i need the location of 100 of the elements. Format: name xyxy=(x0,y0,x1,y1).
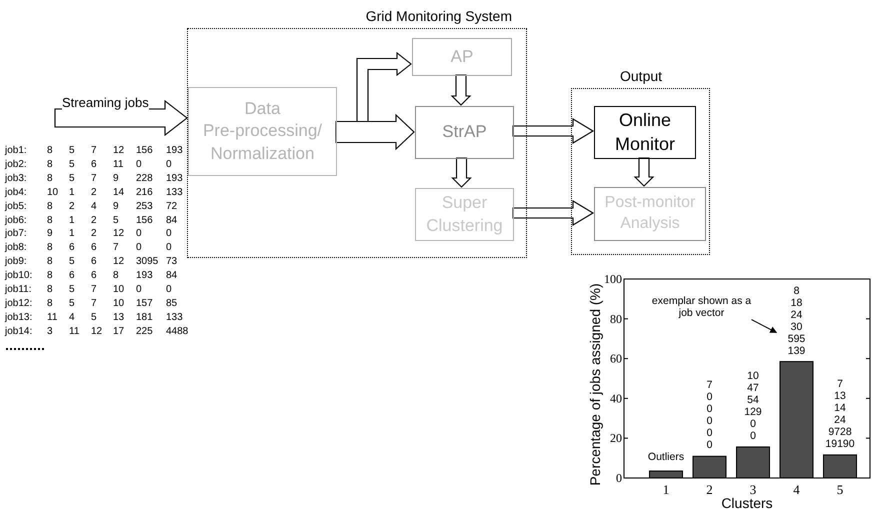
table-value: 9 xyxy=(113,202,119,212)
table-value: 3 xyxy=(47,326,53,337)
annotation-text: exemplar shown as a job vector xyxy=(650,294,752,319)
job-vector-label: 8 18 24 30 595 139 xyxy=(786,284,806,357)
table-value: 0 xyxy=(166,285,172,295)
axis-title: Clusters xyxy=(721,495,773,509)
table-value: 8 xyxy=(47,160,53,170)
box-label: AP xyxy=(450,46,474,68)
table-value: 0 xyxy=(136,243,142,254)
block-arrow xyxy=(450,74,472,106)
table-value: 0 xyxy=(166,243,172,254)
row-label: job11: xyxy=(5,285,32,295)
axis-title: Percentage of jobs assigned (%) xyxy=(587,283,603,486)
table-value: 7 xyxy=(113,243,119,254)
table-value: 225 xyxy=(136,326,153,337)
table-value: 84 xyxy=(166,271,178,282)
tick-label: 60 xyxy=(610,352,622,366)
process-box xyxy=(415,188,514,241)
table-value: 4 xyxy=(91,202,97,212)
box-label: Online Monitor xyxy=(614,109,676,156)
tick-label: 1 xyxy=(662,482,670,497)
table-value: 85 xyxy=(166,298,178,309)
table-value: 0 xyxy=(136,285,142,295)
table-value: 8 xyxy=(47,146,53,156)
group-heading: Output xyxy=(620,68,662,84)
table-value: 7 xyxy=(91,285,97,295)
table-value: 12 xyxy=(113,146,124,156)
table-value: 6 xyxy=(91,160,97,170)
box-label: Data Pre-processing/ Normalization xyxy=(202,98,324,165)
table-value: 0 xyxy=(166,160,172,170)
table-value: 4488 xyxy=(166,326,188,337)
annotation-text: Outliers xyxy=(646,451,686,464)
block-arrow xyxy=(335,114,415,150)
row-label: job4: xyxy=(5,188,27,198)
row-label: job7: xyxy=(5,229,27,240)
table-value: 11 xyxy=(47,312,58,323)
table-value: 5 xyxy=(69,298,75,309)
table-value: 8 xyxy=(113,271,119,282)
table-value: 72 xyxy=(166,202,178,212)
table-value: 12 xyxy=(113,229,124,240)
row-label: job2: xyxy=(5,160,27,170)
table-value: 181 xyxy=(136,312,153,323)
table-value: 7 xyxy=(91,174,97,184)
tick-label: 80 xyxy=(610,312,622,326)
table-value: 0 xyxy=(136,229,142,240)
table-value: 216 xyxy=(136,188,153,198)
table-value: 5 xyxy=(91,312,97,323)
row-label: job9: xyxy=(5,257,27,268)
job-vector-label: 10 47 54 129 0 0 xyxy=(743,370,763,442)
process-box xyxy=(188,87,337,176)
table-value: 5 xyxy=(69,257,75,268)
table-value: 6 xyxy=(69,271,75,282)
block-arrow xyxy=(512,200,594,226)
table-value: 8 xyxy=(47,216,53,226)
table-value: 11 xyxy=(69,326,80,337)
table-value: 11 xyxy=(113,160,124,170)
table-value: 2 xyxy=(91,229,97,240)
table-value: 8 xyxy=(47,202,53,212)
table-value: 0 xyxy=(166,229,172,240)
table-value: 8 xyxy=(47,271,53,282)
table-value: 1 xyxy=(69,229,75,240)
block-arrow xyxy=(451,157,472,188)
row-label: job8: xyxy=(5,243,27,254)
block-arrow xyxy=(634,157,654,187)
table-value: 4 xyxy=(69,312,75,323)
table-value: 2 xyxy=(91,188,97,198)
table-value: 6 xyxy=(91,257,97,268)
table-value: 133 xyxy=(166,312,183,323)
row-label: job5: xyxy=(5,202,27,212)
table-value: 193 xyxy=(166,174,183,184)
process-box xyxy=(412,38,512,76)
table-value: 133 xyxy=(166,188,183,198)
box-label: StrAP xyxy=(442,121,487,144)
edge-label: Streaming jobs xyxy=(62,95,149,110)
table-value: 0 xyxy=(136,160,142,170)
process-box xyxy=(594,187,706,241)
table-value: 13 xyxy=(113,312,124,323)
tick-label: 3 xyxy=(750,482,756,497)
table-value: 156 xyxy=(136,216,153,226)
group-heading: Grid Monitoring System xyxy=(366,8,512,24)
table-value: 5 xyxy=(69,146,75,156)
table-value: 10 xyxy=(47,188,58,198)
table-value: 8 xyxy=(47,257,53,268)
table-value: 5 xyxy=(113,216,119,226)
row-label: job3: xyxy=(5,174,27,184)
table-value: 10 xyxy=(113,285,124,295)
table-value: 193 xyxy=(136,271,153,282)
table-value: 5 xyxy=(69,160,75,170)
table-value: 84 xyxy=(166,216,178,226)
job-vector-label: 7 0 0 0 0 0 xyxy=(706,379,714,452)
table-value: 1 xyxy=(69,216,75,226)
block-arrow xyxy=(512,118,594,144)
row-label: job1: xyxy=(5,146,27,156)
table-value: 228 xyxy=(136,174,153,184)
table-value: 14 xyxy=(113,188,124,198)
row-label: job14: xyxy=(5,326,32,337)
block-arrow xyxy=(54,100,188,136)
table-value: 10 xyxy=(113,298,124,309)
table-value: 5 xyxy=(69,285,75,295)
row-label: job13: xyxy=(5,312,32,323)
